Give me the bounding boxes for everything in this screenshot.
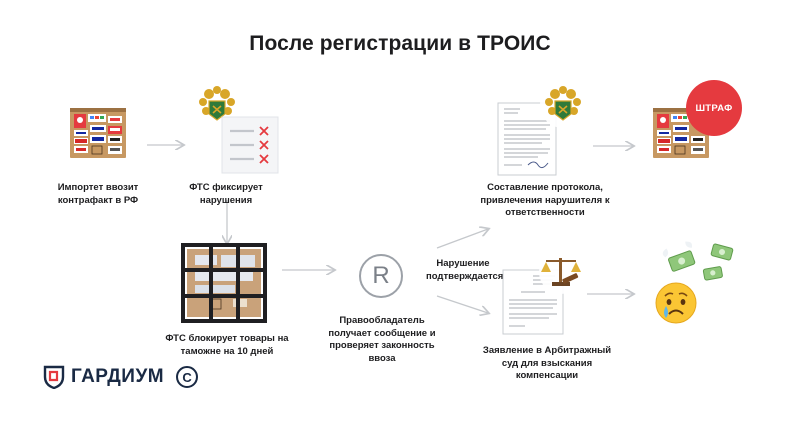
blocked-goods-icon xyxy=(181,243,267,323)
step-court-caption: Заявление в Арбитражный суд для взыскани… xyxy=(482,345,612,381)
violation-checklist-icon xyxy=(221,116,279,174)
customs-emblem-icon-2 xyxy=(540,82,586,128)
arrow-holder-to-protocol xyxy=(436,229,488,249)
fine-badge: ШТРАФ xyxy=(686,80,742,136)
counterfeit-box-icon xyxy=(70,108,126,158)
violation-confirmed-label: Нарушение подтверждается xyxy=(426,258,504,282)
scales-of-justice-icon xyxy=(539,250,583,294)
step-import-caption: Импортет ввозит контрафакт в РФ xyxy=(57,182,139,206)
page-title: После регистрации в ТРОИС xyxy=(249,32,551,55)
arrow-holder-to-court xyxy=(436,295,488,313)
shield-logo-icon xyxy=(43,365,65,389)
step-protocol-caption: Составление протокола, привлечения наруш… xyxy=(480,182,610,218)
copyright-icon: C xyxy=(176,366,199,388)
crying-face-icon xyxy=(655,282,697,324)
registered-trademark-icon: R xyxy=(359,254,403,298)
step-fts-block-caption: ФТС блокирует товары на таможне на 10 дн… xyxy=(165,333,289,357)
brand-name: ГАРДИУМ xyxy=(71,366,165,387)
step-holder-caption: Правообладатель получает сообщение и про… xyxy=(328,315,436,364)
step-fts-record-caption: ФТС фиксирует нарушения xyxy=(189,182,263,206)
brand-logo: ГАРДИУМ C xyxy=(43,365,199,389)
flying-money-icon xyxy=(662,241,734,281)
